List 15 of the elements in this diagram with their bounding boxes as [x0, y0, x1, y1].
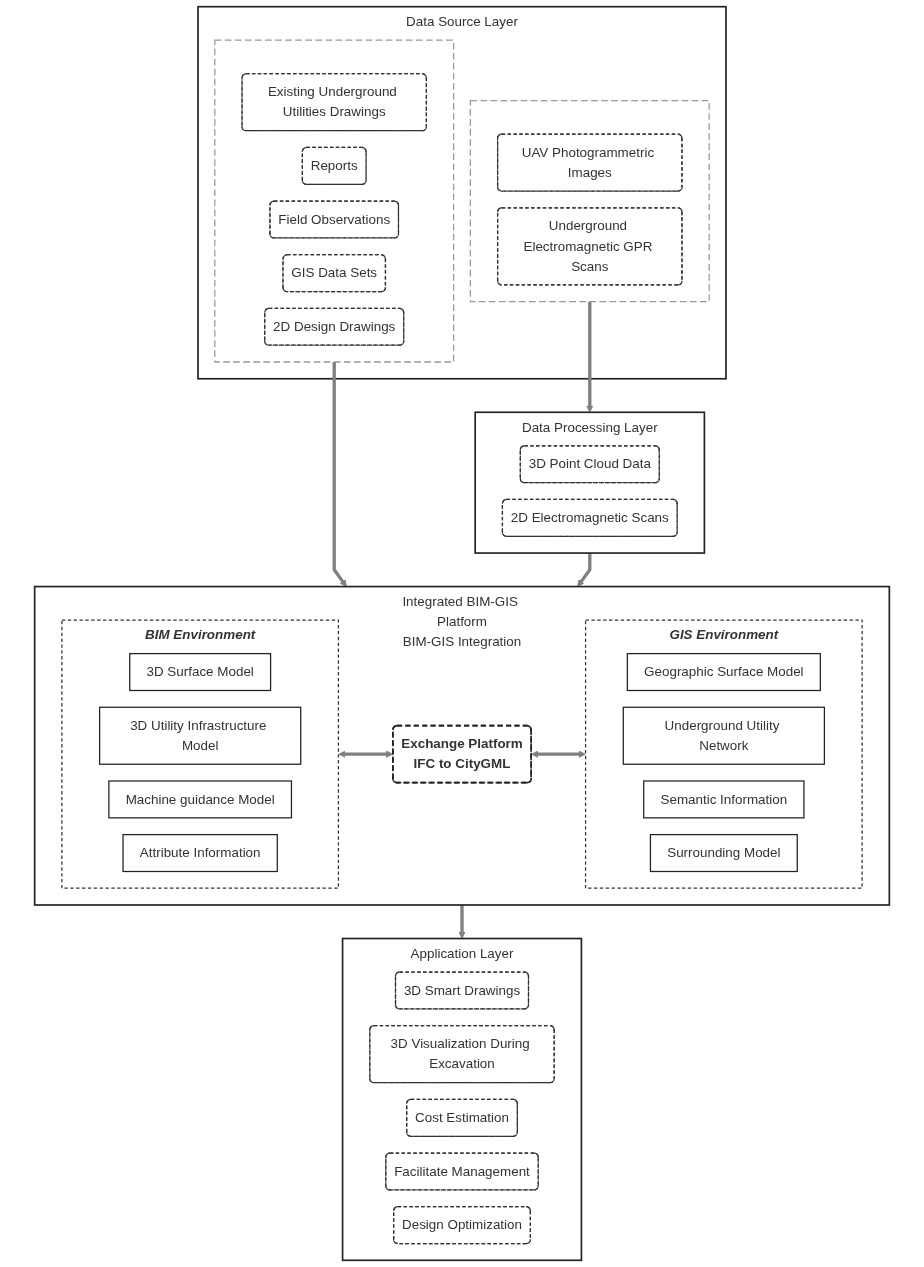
node-box: Semantic Information: [643, 780, 805, 819]
node-box: 3D Surface Model: [129, 653, 272, 692]
arrow: [458, 905, 466, 939]
arrow: [586, 301, 594, 413]
node-box: Geographic Surface Model: [626, 653, 821, 692]
cluster: [214, 39, 455, 363]
node-box: 3D Utility Infrastructure Model: [99, 706, 302, 765]
arrow: [577, 553, 592, 587]
node-box: Underground Utility Network: [622, 706, 825, 765]
arrow: [332, 362, 347, 587]
cluster: [469, 99, 710, 303]
node-box: Attribute Information: [122, 834, 278, 873]
node-box: Surrounding Model: [649, 834, 798, 873]
arrow: [531, 750, 586, 758]
node-box: Machine guidance Model: [108, 780, 293, 819]
